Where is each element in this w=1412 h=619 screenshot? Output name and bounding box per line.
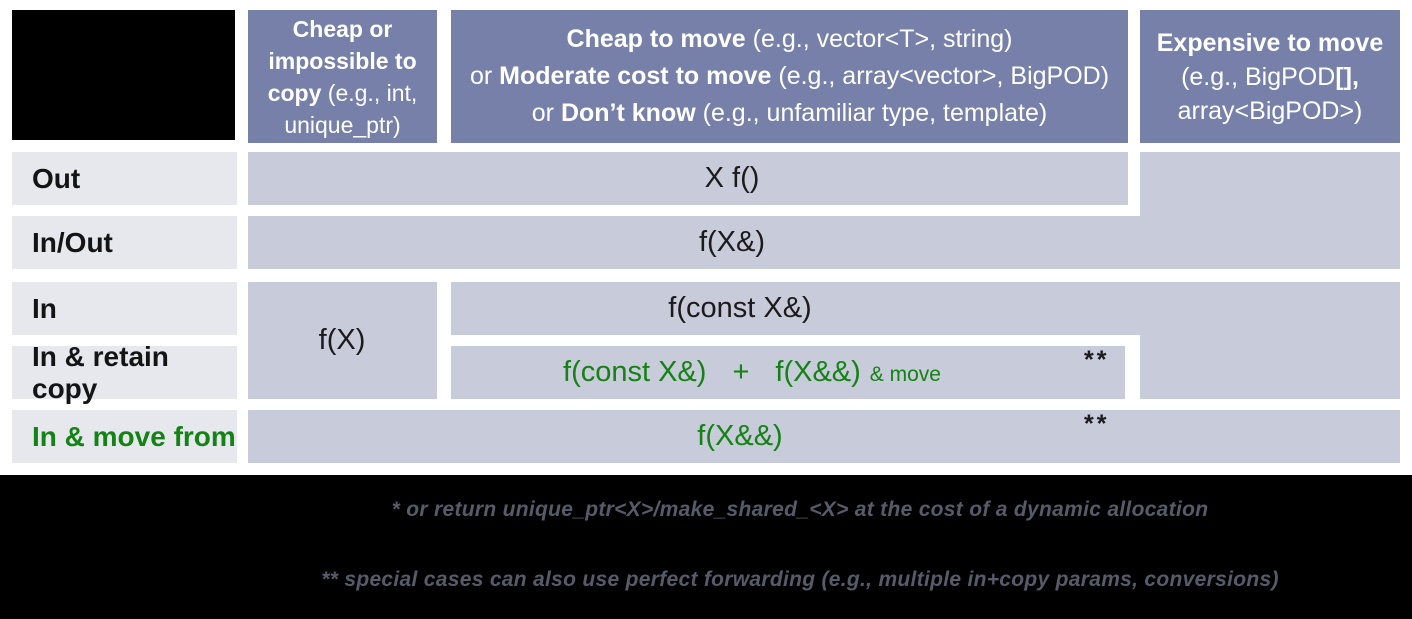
code-label-retain-copy-overloads: f(const X&) + f(X&&) & move — [563, 346, 941, 399]
header-normal-text: (e.g., array<vector>, BigPOD) — [771, 62, 1110, 90]
header-normal-text: (e.g., vector<T>, string) — [745, 25, 1013, 53]
header-line-3: or Don’t know (e.g., unfamiliar type, te… — [451, 95, 1128, 132]
cell-expensive-in-retain-merged — [1140, 282, 1400, 399]
header-normal-text: (e.g., BigPOD — [1181, 62, 1336, 91]
row-label-text: In & retain copy — [32, 340, 169, 404]
header-bold-text: Cheap to move — [566, 25, 746, 53]
row-label-inout: In/Out — [12, 216, 237, 269]
code-label-rvalue-reference: f(X&&) — [697, 420, 783, 452]
code-label-pass-by-value: f(X) — [318, 324, 366, 356]
corner-black-box — [12, 10, 235, 140]
double-asterisk-marker-retain: ** — [1084, 346, 1110, 374]
code-label-return-by-value: X f() — [704, 162, 760, 194]
code-label-const-reference: f(const X&) — [668, 292, 812, 324]
row-label-text: In & move from — [32, 420, 236, 452]
cell-out-return-by-value — [248, 152, 1128, 205]
column-header-cheap-copy: Cheap or impossible to copy (e.g., int, … — [248, 10, 437, 143]
row-label-in-retain-copy: In & retain copy — [12, 341, 237, 404]
header-normal-text: (e.g., unfamiliar type, template) — [695, 99, 1048, 127]
header-bold-text: Moderate cost to move — [499, 62, 772, 90]
row-label-in: In — [12, 282, 237, 335]
header-normal-text: (e.g., int, unique_ptr) — [284, 79, 418, 138]
footnote-double-asterisk: ** special cases can also use perfect fo… — [321, 568, 1279, 591]
cell-in-move-from-rvalue-ref — [248, 410, 1400, 463]
row-label-out: Out — [12, 152, 237, 205]
code-rvalue-ref-part: f(X&&) — [775, 356, 861, 388]
double-asterisk-marker-move: ** — [1084, 410, 1110, 438]
header-bold-text: Expensive to move — [1156, 28, 1384, 57]
header-bold-text: Don’t know — [560, 99, 696, 127]
row-label-text: In/Out — [32, 226, 113, 258]
footnote-panel — [0, 475, 1412, 619]
code-const-ref-part: f(const X&) — [563, 356, 707, 388]
cell-inout-reference — [248, 216, 1400, 269]
header-normal-text: or — [531, 99, 561, 127]
code-label-lvalue-reference: f(X&) — [698, 226, 766, 258]
row-label-text: Out — [32, 162, 81, 194]
footnote-single-asterisk: * or return unique_ptr<X>/make_shared_<X… — [391, 498, 1209, 521]
row-label-text: In — [32, 292, 57, 324]
header-line-1: Expensive to move — [1140, 26, 1400, 60]
header-normal-text: or — [469, 62, 500, 90]
header-bold-text: [], — [1335, 62, 1359, 91]
header-bold-text: Cheap or impossible to copy — [267, 15, 417, 106]
row-label-in-move-from: In & move from — [12, 410, 237, 463]
plus-sign: + — [732, 356, 750, 388]
column-header-expensive-move: Expensive to move (e.g., BigPOD[], array… — [1140, 10, 1400, 143]
header-line-2: or Moderate cost to move (e.g., array<ve… — [451, 58, 1128, 95]
column-header-cheap-move: Cheap to move (e.g., vector<T>, string) … — [451, 10, 1128, 143]
header-line-2: (e.g., BigPOD[], — [1140, 60, 1400, 94]
header-line-1: Cheap to move (e.g., vector<T>, string) — [451, 21, 1128, 58]
cell-in-pass-by-value — [248, 282, 437, 399]
header-normal-text: array<BigPOD>) — [1177, 96, 1363, 125]
cell-in-retain-copy-overloads — [451, 346, 1125, 399]
and-move-note: & move — [869, 363, 941, 386]
header-line-3: array<BigPOD>) — [1140, 94, 1400, 128]
column-header-cheap-copy-text: Cheap or impossible to copy (e.g., int, … — [253, 13, 432, 141]
